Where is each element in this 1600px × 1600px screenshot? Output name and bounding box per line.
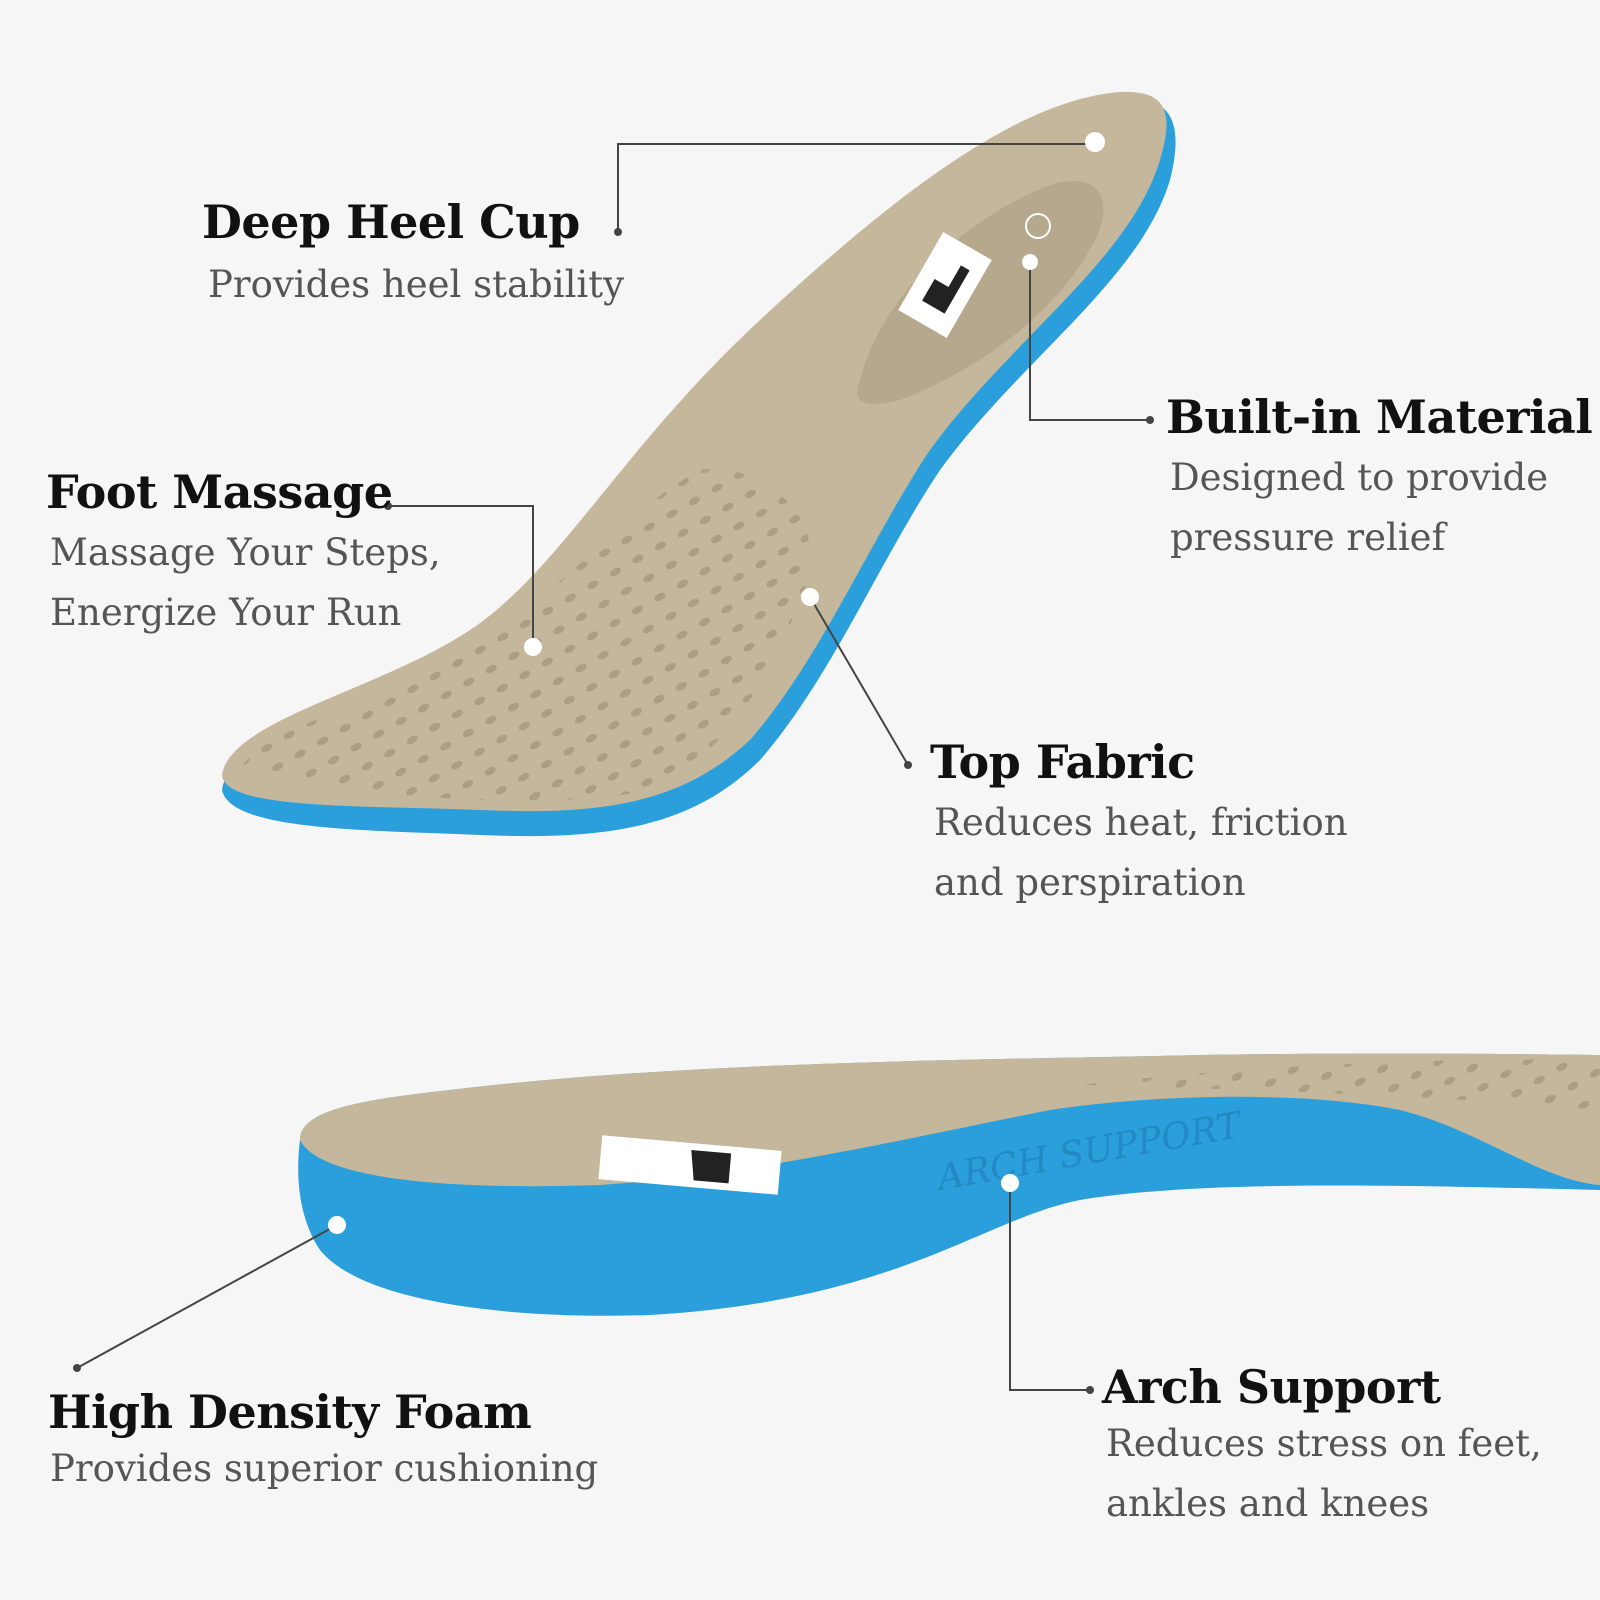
feature-title: High Density Foam <box>48 1385 532 1439</box>
feature-foot-massage: Foot Massage Massage Your Steps, Energiz… <box>46 465 441 643</box>
feature-title: Deep Heel Cup <box>202 195 580 249</box>
feature-title: Foot Massage <box>46 465 393 519</box>
feature-built-in-material: Built-in Material Designed to provide pr… <box>1166 390 1593 568</box>
bottom-insole-image: ARCH SUPPORT <box>298 1053 1600 1316</box>
feature-desc: Reduces stress on feet, <box>1106 1422 1542 1465</box>
feature-title: Built-in Material <box>1166 390 1593 444</box>
feature-desc: ankles and knees <box>1106 1482 1430 1525</box>
callout-markers <box>328 132 1105 1234</box>
feature-title: Arch Support <box>1102 1360 1441 1414</box>
feature-desc: Provides superior cushioning <box>50 1447 599 1490</box>
feature-deep-heel-cup: Deep Heel Cup Provides heel stability <box>202 195 624 315</box>
feature-desc: and perspiration <box>934 861 1246 904</box>
feature-desc: pressure relief <box>1170 516 1446 559</box>
feature-desc: Provides heel stability <box>208 263 625 306</box>
feature-desc: Energize Your Run <box>50 591 402 634</box>
callout-leaders <box>76 143 1150 1391</box>
massage-pattern <box>240 468 811 801</box>
feature-desc: Reduces heat, friction <box>934 801 1348 844</box>
top-insole-image <box>222 91 1176 837</box>
feature-title: Top Fabric <box>930 735 1195 789</box>
feature-high-density-foam: High Density Foam Provides superior cush… <box>48 1385 598 1499</box>
callout-endpoints <box>73 228 1154 1394</box>
feature-desc: Designed to provide <box>1170 456 1549 499</box>
feature-arch-support: Arch Support Reduces stress on feet, ank… <box>1102 1360 1542 1534</box>
brand-logo <box>898 232 992 338</box>
feature-top-fabric: Top Fabric Reduces heat, friction and pe… <box>930 735 1348 913</box>
feature-desc: Massage Your Steps, <box>50 531 441 574</box>
